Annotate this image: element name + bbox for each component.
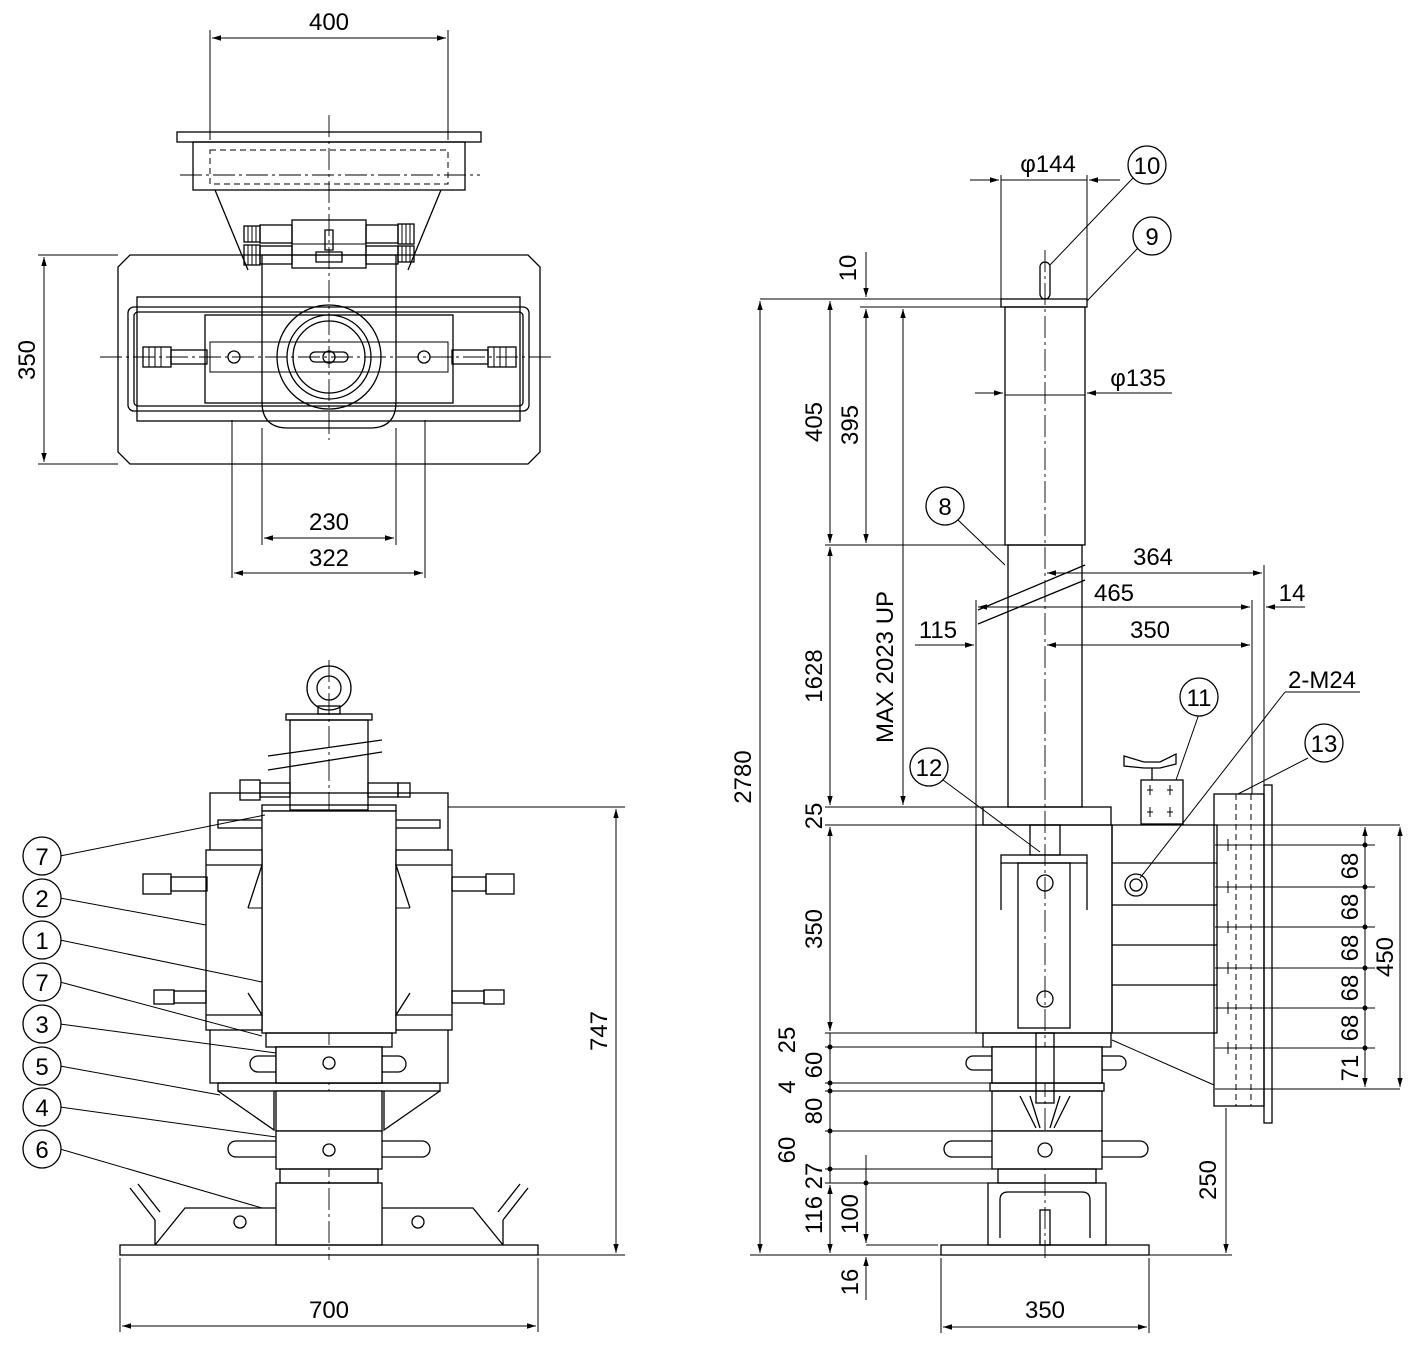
balloon-8: 8 bbox=[938, 494, 951, 521]
dim-350-v: 350 bbox=[801, 909, 828, 949]
dim-2780: 2780 bbox=[730, 750, 757, 803]
pitch-2: 68 bbox=[1337, 894, 1364, 921]
balloon-12: 12 bbox=[916, 755, 943, 782]
pitch-5: 68 bbox=[1337, 1015, 1364, 1042]
dim-phi135: φ135 bbox=[1110, 365, 1166, 392]
dim-25b: 25 bbox=[774, 1027, 801, 1054]
dim-27: 27 bbox=[801, 1163, 828, 1190]
dim-350-bottom: 350 bbox=[1025, 1297, 1065, 1324]
dim-250: 250 bbox=[1195, 1160, 1222, 1200]
balloon-6: 6 bbox=[35, 1137, 48, 1164]
dim-100: 100 bbox=[837, 1194, 864, 1234]
side-balloons: 10 9 8 11 12 13 bbox=[909, 145, 1344, 853]
balloon-11: 11 bbox=[1187, 685, 1212, 712]
dim-1628: 1628 bbox=[801, 649, 828, 702]
balloon-4: 4 bbox=[35, 1095, 48, 1122]
balloon-7a: 7 bbox=[35, 844, 48, 871]
dim-60b: 60 bbox=[774, 1137, 801, 1164]
dim-16: 16 bbox=[837, 1269, 864, 1296]
pitch-1: 68 bbox=[1337, 853, 1364, 880]
dim-405: 405 bbox=[801, 402, 828, 442]
dim-60a: 60 bbox=[801, 1052, 828, 1079]
dim-700: 700 bbox=[309, 1297, 349, 1324]
dim-350-h: 350 bbox=[1130, 617, 1170, 644]
dim-230: 230 bbox=[309, 509, 349, 536]
balloon-3: 3 bbox=[35, 1012, 48, 1039]
dim-322: 322 bbox=[309, 545, 349, 572]
dim-14: 14 bbox=[1279, 580, 1306, 607]
hole-pitch: 68 68 68 68 68 71 450 bbox=[1215, 824, 1403, 1090]
dim-465: 465 bbox=[1094, 580, 1134, 607]
dim-phi144: φ144 bbox=[1020, 151, 1076, 178]
pitch-6: 71 bbox=[1337, 1055, 1364, 1082]
dim-80: 80 bbox=[801, 1098, 828, 1125]
front-view: 747 700 7 2 1 7 3 bbox=[22, 660, 625, 1332]
balloon-13: 13 bbox=[1311, 731, 1338, 758]
balloon-7b: 7 bbox=[35, 970, 48, 997]
dim-364: 364 bbox=[1133, 544, 1173, 571]
dim-395: 395 bbox=[837, 405, 864, 445]
dim-116: 116 bbox=[801, 1196, 828, 1234]
side-view: 10 405 395 1628 MAX 2023 UP 2780 25 350 … bbox=[730, 145, 1403, 1333]
thread-callout: 2-M24 bbox=[1288, 667, 1356, 694]
dim-4: 4 bbox=[774, 1080, 801, 1093]
top-view: 400 bbox=[14, 9, 555, 578]
dim-10: 10 bbox=[835, 255, 862, 282]
dim-400: 400 bbox=[309, 9, 349, 36]
dim-350-top: 350 bbox=[14, 340, 41, 380]
balloon-10: 10 bbox=[1134, 153, 1161, 180]
balloon-1: 1 bbox=[35, 928, 48, 955]
pitch-3: 68 bbox=[1337, 935, 1364, 962]
pitch-4: 68 bbox=[1337, 975, 1364, 1002]
balloon-2: 2 bbox=[35, 886, 48, 913]
dim-max-up: MAX 2023 UP bbox=[872, 591, 899, 743]
dim-450: 450 bbox=[1372, 937, 1399, 977]
balloon-9: 9 bbox=[1145, 224, 1158, 251]
dim-115: 115 bbox=[919, 617, 957, 644]
front-balloons: 7 2 1 7 3 5 4 6 bbox=[22, 814, 277, 1209]
balloon-5: 5 bbox=[35, 1054, 48, 1081]
dim-25a: 25 bbox=[801, 803, 828, 830]
dim-747: 747 bbox=[586, 1011, 613, 1051]
